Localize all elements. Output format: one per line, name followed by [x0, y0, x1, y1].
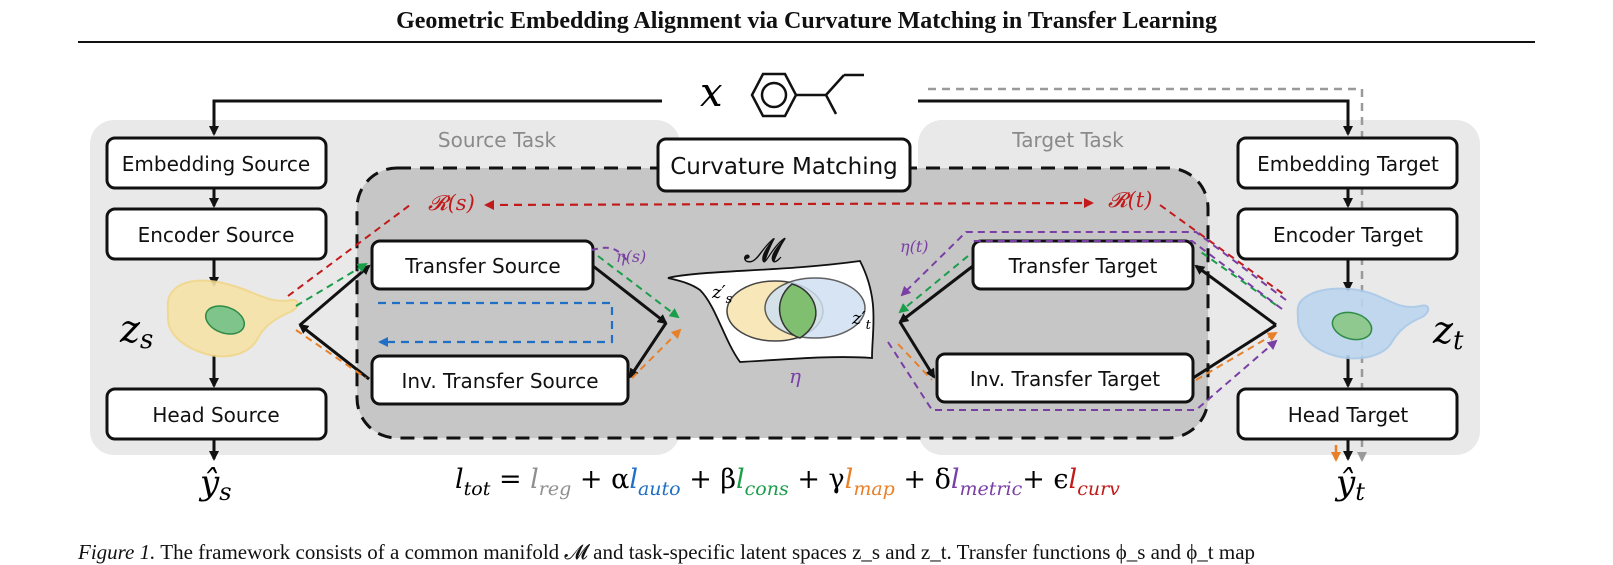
encoder-source-label: Encoder Source	[138, 223, 295, 247]
transfer-source-label: Transfer Source	[404, 254, 560, 278]
head-source-box	[105, 387, 328, 441]
manifold-to-inv-src	[628, 322, 668, 379]
loss-term-l: l	[951, 464, 960, 495]
src-to-manifold	[592, 264, 668, 325]
eta-t-label: η(t)	[900, 237, 929, 256]
transfer-source-box	[370, 239, 595, 291]
purple-dashed-src-curve	[591, 246, 629, 263]
green-dashed-src	[295, 262, 368, 307]
loss-term-sub: reg	[539, 478, 572, 500]
z-s-label: zs	[119, 307, 153, 355]
red-dashed-tgt	[1159, 204, 1287, 297]
source-task-label: Source Task	[438, 128, 557, 152]
src-fork-up	[299, 264, 371, 327]
curvature-matching-label: Curvature Matching	[670, 154, 898, 180]
molecule-icon	[750, 72, 864, 118]
z-t-label: zt	[1432, 308, 1464, 356]
transfer-target-label: Transfer Target	[1008, 254, 1158, 278]
figure-caption: Figure 1. The framework consists of a co…	[78, 540, 1255, 565]
curvature-matching-box	[656, 137, 912, 193]
embedding-source-label: Embedding Source	[122, 152, 311, 176]
orange-dashed-src	[295, 329, 367, 379]
loss-term-l: l	[845, 464, 854, 495]
title-rule	[78, 41, 1535, 43]
loss-lhs: l	[455, 464, 464, 495]
loss-term-sub: curv	[1077, 478, 1120, 500]
y-hat-s-label: ŷs	[198, 463, 232, 506]
tgt-latent-to-transfer	[1194, 264, 1277, 327]
loss-term-l: l	[530, 464, 539, 495]
R-t-label: 𝓡(t)	[1108, 188, 1152, 212]
loss-term-sub: cons	[745, 478, 789, 500]
encoder-source-box	[105, 207, 328, 261]
caption-text: The framework consists of a common manif…	[155, 540, 1256, 564]
loss-term-l: l	[1069, 464, 1078, 495]
y-hat-t-label: ŷt	[1334, 463, 1365, 506]
purple-dashed-top-route-2	[972, 240, 1283, 310]
green-dashed-tgt-2	[1197, 249, 1277, 306]
purple-dashed-bottom-route	[887, 339, 1278, 411]
caption-figure-label: Figure 1.	[78, 540, 156, 564]
inv-transfer-target-label: Inv. Transfer Target	[970, 367, 1160, 391]
encoder-target-label: Encoder Target	[1273, 223, 1423, 247]
manifold-symbol: 𝓜	[744, 231, 786, 271]
manifold-to-tgt-transfer	[898, 264, 974, 324]
zp-t-label: z′t	[851, 308, 872, 333]
embedding-source-box	[105, 136, 328, 190]
inv-transfer-source-box	[370, 354, 630, 406]
page-title: Geometric Embedding Alignment via Curvat…	[396, 8, 1217, 34]
loss-coef: + β	[681, 464, 736, 495]
eta-label: η	[789, 364, 801, 388]
R-s-label: 𝓡(s)	[428, 191, 475, 215]
loss-term-l: l	[629, 464, 638, 495]
loss-coef: + δ	[895, 464, 951, 495]
gray-dashed-skip-line	[928, 87, 1367, 462]
loss-coef: + ϵ	[1022, 464, 1068, 495]
inv-tgt-to-latent	[1192, 323, 1277, 380]
target-task-label: Target Task	[1011, 128, 1124, 152]
source-latent-core	[204, 305, 246, 335]
loss-term-sub: metric	[960, 478, 1023, 500]
blue-dashed-loop	[378, 301, 614, 347]
head-source-label: Head Source	[152, 403, 279, 427]
loss-lhs-sub: tot	[464, 478, 491, 500]
loss-coef: + α	[571, 464, 629, 495]
eta-s-label: η(s)	[616, 247, 646, 266]
green-dashed-src-2	[597, 255, 680, 319]
input-to-target-line	[918, 99, 1353, 136]
head-target-label: Head Target	[1288, 403, 1409, 427]
zp-s-label: z′s	[711, 282, 733, 307]
loss-term-sub: map	[853, 478, 895, 500]
inv-transfer-source-label: Inv. Transfer Source	[401, 369, 598, 393]
input-to-source-line	[209, 99, 662, 136]
green-dashed-tgt	[898, 255, 969, 314]
manifold-overlap-region	[778, 283, 817, 339]
manifold-to-inv-tgt	[898, 321, 936, 379]
orange-dashed-tgt	[897, 343, 933, 381]
loss-term-l: l	[736, 464, 745, 495]
total-loss-equation: ltot = lreg​ + αlauto​ + βlcons​ + γlmap…	[455, 464, 1120, 500]
red-R-bidirectional	[484, 198, 1094, 210]
embedding-target-label: Embedding Target	[1257, 152, 1439, 176]
loss-coef: + γ	[789, 464, 845, 495]
target-latent-core	[1331, 311, 1373, 341]
orange-dashed-tgt-2	[1195, 331, 1278, 381]
input-x: x	[700, 70, 723, 116]
purple-dashed-top-route	[900, 231, 1287, 301]
loss-term-sub: auto	[638, 478, 681, 500]
src-back-tip	[298, 323, 370, 381]
red-dashed-src	[287, 204, 411, 297]
loss-equals: =	[490, 464, 530, 495]
